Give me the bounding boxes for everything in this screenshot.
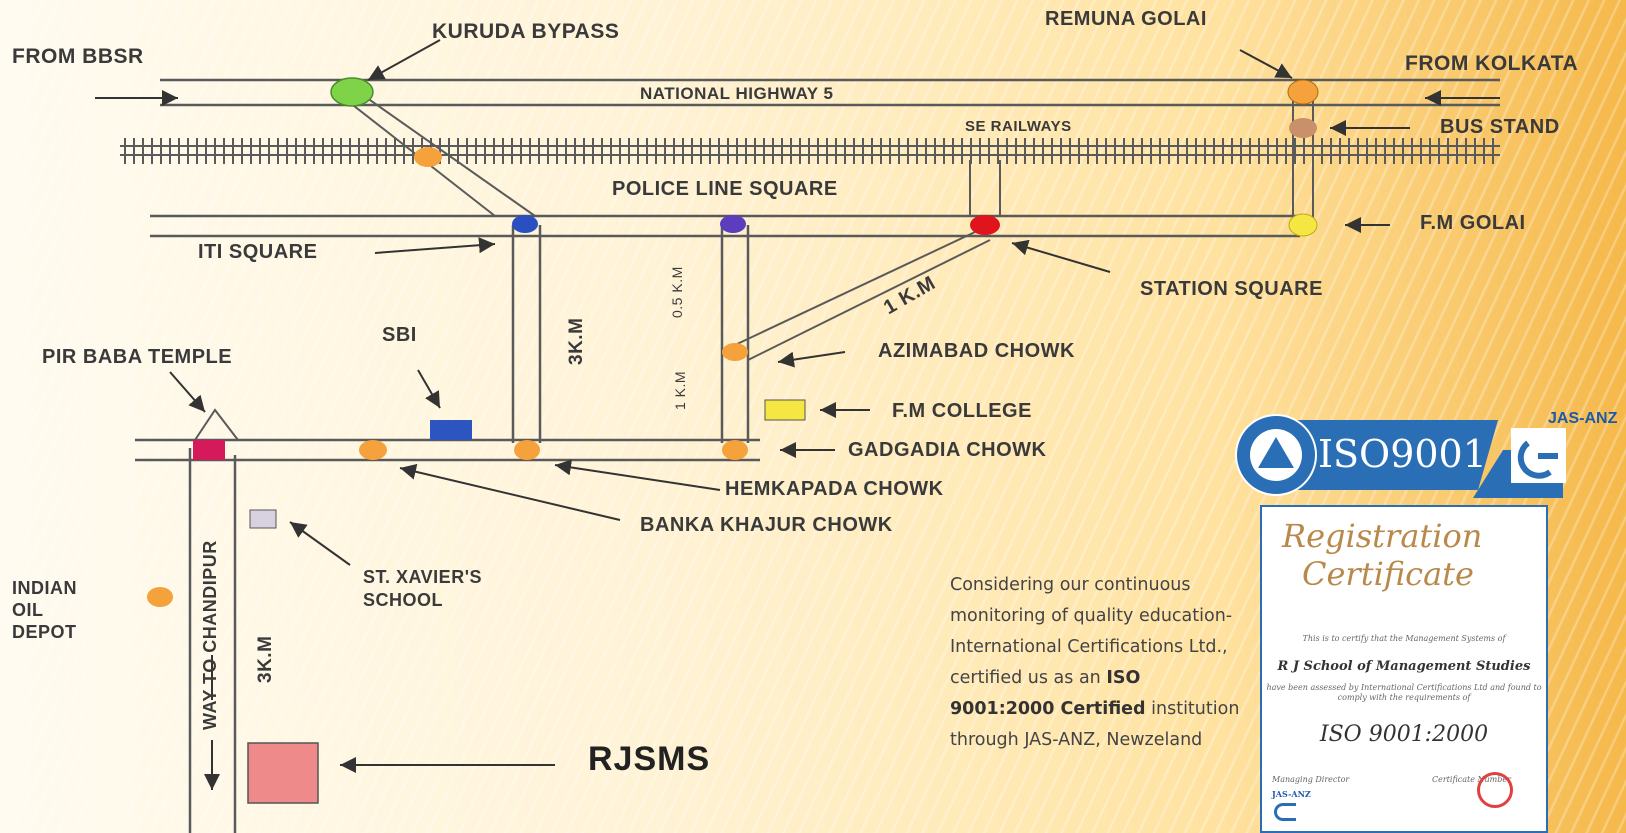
police-line-road [150, 214, 1300, 238]
pointer-hemkapada [554, 459, 721, 491]
label-indian-oil-3: DEPOT [12, 622, 77, 642]
pointer-banka-khajur [399, 463, 621, 521]
certificate-organization: R J School of Management Studies [1277, 659, 1531, 674]
label-police-line-square: POLICE LINE SQUARE [612, 178, 838, 200]
label-azimabad-chowk: AZIMABAD CHOWK [878, 340, 1075, 362]
label-dist-05km: 0.5 K.M [669, 266, 685, 318]
station-square-node [970, 215, 1000, 235]
certificate-number: Certificate Number [1432, 775, 1511, 784]
remuna-vertical-road [1292, 90, 1314, 228]
sbi-marker [430, 420, 472, 440]
certificate-jas-anz-small: JAS-ANZ [1272, 789, 1311, 799]
iti-vertical-road [511, 225, 542, 443]
pointer-st-xaviers [289, 521, 351, 566]
label-dist-3km-mid: 3K.M [566, 317, 587, 365]
certificate-seal [1477, 772, 1513, 808]
temple-triangle [194, 408, 239, 441]
station-vertical-road [969, 160, 1001, 216]
iti-square-node [512, 215, 538, 233]
label-fm-golai: F.M GOLAI [1420, 212, 1526, 234]
rjsms-marker [247, 742, 319, 804]
pointer-azimabad [777, 351, 846, 368]
bus-stand-node [1289, 118, 1317, 138]
certificate-assessed: have been assessed by International Cert… [1266, 683, 1542, 702]
st-xaviers-marker [249, 509, 277, 529]
label-way-to-chandipur: WAY TO CHANDIPUR [200, 540, 220, 730]
station-azimabad-road [734, 231, 991, 361]
iso-description: Considering our continuous monitoring of… [950, 570, 1250, 756]
label-iti-square: ITI SQUARE [198, 241, 318, 263]
national-highway [160, 78, 1500, 107]
pointer-kuruda [367, 39, 441, 81]
description-text-2: institution through JAS-ANZ, Newzeland [950, 699, 1240, 750]
label-bus-stand: BUS STAND [1440, 116, 1560, 138]
certificate-intro: This is to certify that the Management S… [1302, 634, 1506, 643]
label-st-xaviers-1: ST. XAVIER'S [363, 567, 482, 587]
railway-track [120, 138, 1500, 164]
label-banka-khajur-chowk: BANKA KHAJUR CHOWK [640, 514, 893, 536]
hemkapada-node [514, 440, 540, 460]
pir-baba-marker [193, 440, 225, 460]
pointer-station [1011, 239, 1111, 273]
pointer-sbi [417, 369, 441, 409]
police-line-vertical-road [720, 225, 750, 443]
kuruda-bypass-node [330, 77, 374, 107]
label-indian-oil-2: OIL [12, 600, 44, 620]
label-rjsms: RJSMS [588, 740, 711, 778]
certificate-jas-logo [1274, 803, 1296, 821]
label-hemkapada-chowk: HEMKAPADA CHOWK [725, 478, 944, 500]
label-national-highway: NATIONAL HIGHWAY 5 [640, 84, 834, 103]
label-fm-college: F.M COLLEGE [892, 400, 1032, 422]
pointer-pir-baba [169, 371, 206, 413]
gadgadia-road [135, 438, 760, 462]
indian-oil-node [147, 587, 173, 607]
iso-banner [1235, 414, 1566, 498]
label-dist-3km-left: 3K.M [255, 635, 276, 683]
pointer-iti [374, 237, 496, 254]
certificate-paper: Registration Certificate This is to cert… [1260, 505, 1548, 833]
police-line-node [720, 215, 746, 233]
remuna-golai-node [1287, 79, 1319, 105]
description-bold: ISO 9001:2000 Certified [950, 668, 1146, 719]
jas-anz-text: JAS-ANZ [1548, 410, 1618, 427]
iso-9001-text: ISO9001 [1318, 432, 1487, 476]
railway-crossing-node [414, 147, 442, 167]
azimabad-node [722, 343, 748, 361]
certificate-title-1: Registration [1282, 517, 1483, 555]
certificate-md: Managing Director [1272, 775, 1350, 784]
chandipur-road [188, 448, 237, 833]
certificate-title-2: Certificate [1302, 555, 1474, 593]
label-from-kolkata: FROM KOLKATA [1405, 52, 1579, 75]
fm-golai-node [1288, 213, 1318, 237]
label-station-square: STATION SQUARE [1140, 278, 1323, 300]
certificate-standard: ISO 9001:2000 [1319, 722, 1489, 747]
banka-khajur-node [359, 440, 387, 460]
label-dist-1km-vert: 1 K.M [672, 370, 688, 410]
gadgadia-node [722, 440, 748, 460]
label-gadgadia-chowk: GADGADIA CHOWK [848, 439, 1047, 461]
description-text-1: Considering our continuous monitoring of… [950, 575, 1233, 688]
label-remuna-golai: REMUNA GOLAI [1045, 8, 1207, 30]
label-st-xaviers-2: SCHOOL [363, 590, 444, 610]
label-sbi: SBI [382, 324, 417, 346]
label-indian-oil-1: INDIAN [12, 578, 77, 598]
label-from-bbsr: FROM BBSR [12, 45, 144, 68]
label-se-railways: SE RAILWAYS [965, 118, 1072, 135]
fm-college-marker [764, 399, 806, 421]
label-pir-baba-temple: PIR BABA TEMPLE [42, 346, 233, 368]
pointer-remuna [1239, 49, 1293, 79]
label-kuruda-bypass: KURUDA BYPASS [432, 20, 620, 43]
iso-certificate: ISO9001 JAS-ANZ Registration Certificate… [1228, 410, 1626, 833]
